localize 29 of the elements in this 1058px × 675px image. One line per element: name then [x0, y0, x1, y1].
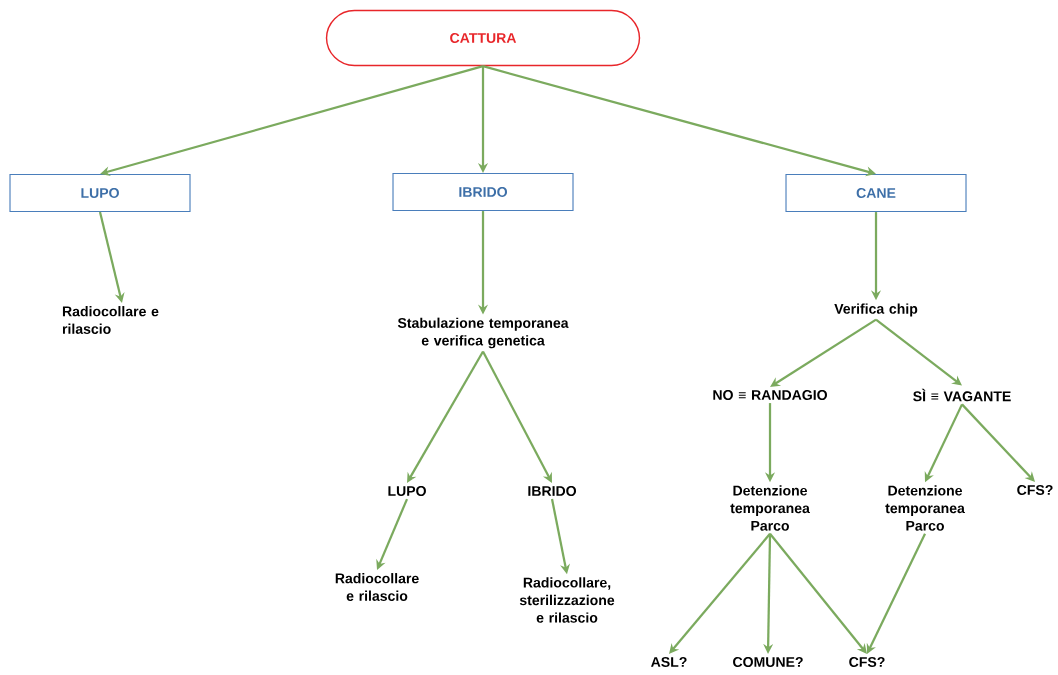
- arrow: [376, 498, 409, 570]
- step-text: Radiocollare, sterilizzazione e rilascio: [519, 577, 615, 623]
- arrow: [669, 533, 771, 654]
- step-text: IBRIDO: [528, 486, 576, 496]
- step-text: Stabulazione temporanea e verifica genetica: [397, 317, 569, 349]
- step-text: CFS?: [849, 657, 885, 667]
- step-text: COMUNE?: [733, 657, 803, 667]
- step-text: NO ≡ RANDAGIO: [713, 390, 827, 400]
- step-text: Detenzione temporanea Parco: [730, 485, 810, 531]
- category-box: IBRIDO: [392, 172, 574, 212]
- category-box: LUPO: [9, 173, 191, 213]
- step-text: LUPO: [388, 486, 426, 496]
- arrow: [407, 350, 484, 483]
- step-text: Detenzione temporanea Parco: [885, 485, 965, 531]
- step-text: ASL?: [651, 657, 687, 667]
- step-text: Radiocollare e rilascio: [62, 306, 159, 334]
- arrow: [875, 318, 962, 386]
- step-text: CFS?: [1017, 485, 1053, 495]
- step-text: Verifica chip: [834, 303, 918, 317]
- arrow: [482, 350, 552, 483]
- arrow: [100, 65, 484, 177]
- step-text: SÌ ≡ VAGANTE: [913, 388, 1011, 402]
- arrow: [961, 403, 1035, 482]
- arrow: [866, 533, 927, 654]
- step-text: Radiocollare e rilascio: [335, 573, 419, 601]
- arrow: [769, 533, 867, 654]
- arrow: [770, 318, 877, 387]
- start-terminal: CATTURA: [325, 9, 641, 67]
- category-box: CANE: [785, 173, 967, 213]
